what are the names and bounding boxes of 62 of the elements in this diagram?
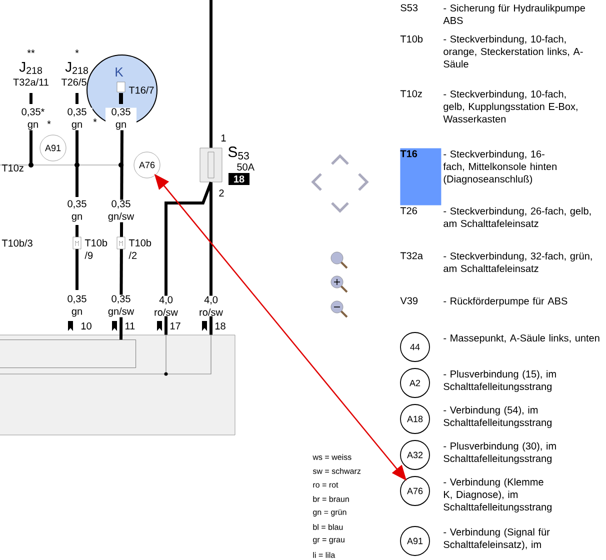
description-text: - Verbindung (Klemme K, Diagnose), im Schalttafelleitungsstrang (444, 478, 552, 512)
color-code-text: bl = blau (313, 524, 343, 530)
color-code-text: ro = rot (313, 482, 338, 488)
fuse-symbol (200, 148, 222, 182)
description-text: - Massepunkt, A-Säule links, unten (444, 334, 600, 344)
wire-label: 0,35 gn (62, 108, 92, 130)
pin-number: 2 (219, 190, 224, 196)
pin-number: 17 (170, 322, 180, 330)
code-text: T10b (400, 35, 423, 43)
description-text: - Verbindung (Signal für Schalttafeleinsatz), im (444, 528, 550, 550)
color-code-text: gn = grün (313, 509, 346, 517)
pin-letter: K (116, 68, 124, 76)
pin-number: 1 (221, 134, 226, 142)
wire-label: 4,0 ro/sw (150, 296, 182, 316)
inner-box (0, 340, 136, 368)
code-text: S53 (400, 4, 418, 12)
color-code-text: sw = schwarz (312, 468, 361, 474)
fuse-rating: 50A (237, 163, 254, 171)
wire-label: 4,0 ro/sw (196, 296, 226, 316)
color-code-text: br = braun (313, 496, 349, 502)
code-text: V39 (400, 297, 418, 304)
wire (164, 182, 212, 335)
description-text: - Steckverbindung, 26-fach, gelb, am Schalttafeleinsatz (444, 207, 591, 228)
wire-label: 0,35 gn (62, 294, 92, 318)
fuse-label: S$_{53}$ (228, 146, 249, 160)
description-text: - Steckverbindung, 32-fach, grün, am Schalttafeleinsatz (444, 252, 592, 272)
component-label: J$_{218}$ (19, 62, 42, 74)
marker-text: * (93, 118, 97, 122)
connector-label: T10b/3 (2, 239, 32, 247)
description-text: - Verbindung (54), im Schalttafelleitungsstrang (444, 406, 552, 428)
pin-number: 11 (125, 322, 135, 330)
marker-text: * (75, 50, 79, 54)
wire-label: 0,35* gn (18, 108, 48, 130)
arrow (154, 174, 406, 480)
description-text: - Plusverbindung (30), im Schalttafelleitungsstrang (444, 442, 556, 464)
component-label: J$_{218}$ (65, 62, 88, 74)
connector-label: T10b /9 (84, 239, 108, 259)
wire-label: 0,35 gn (62, 200, 92, 222)
highlighted-code: T16 (400, 148, 442, 206)
description-text: - Plusverbindung (15), im Schalttafelleitungsstrang (444, 370, 556, 392)
description-text: - Sicherung für Hydraulikpumpe ABS (443, 4, 585, 24)
marker-text: * (47, 120, 51, 124)
pin-number: 18 (215, 322, 226, 330)
wire (210, 0, 212, 148)
connector-label: T10b /2 (128, 239, 152, 259)
color-code-text: ws = weiss (312, 454, 352, 460)
description-text: - Steckverbindung, 16-fach, Mittelkonsole hinten (Diagnoseanschluß) (443, 150, 556, 185)
marker-text: ** (27, 50, 35, 54)
code-text: T10z (400, 90, 422, 98)
fuse-number-badge: 18 (228, 173, 250, 185)
pin-label: T32a/11 (13, 78, 48, 86)
wire (210, 182, 212, 335)
wire-label: 0,35 gn/sw (106, 294, 136, 318)
connector-label: T16/7 (128, 86, 154, 94)
wire-label: 0,35 gn (106, 108, 136, 130)
code-text: T32a (400, 252, 423, 260)
description-text: - Steckverbindung, 10-fach, orange, Steckerstation links, A-Säule (444, 35, 583, 68)
color-code-text: gr = grau (313, 538, 344, 544)
color-code-text: li = lila (313, 552, 336, 558)
pin-number: 10 (81, 322, 92, 330)
connector-label: T10z (2, 164, 24, 172)
wire-label: 0,35 gn/sw (106, 200, 136, 222)
